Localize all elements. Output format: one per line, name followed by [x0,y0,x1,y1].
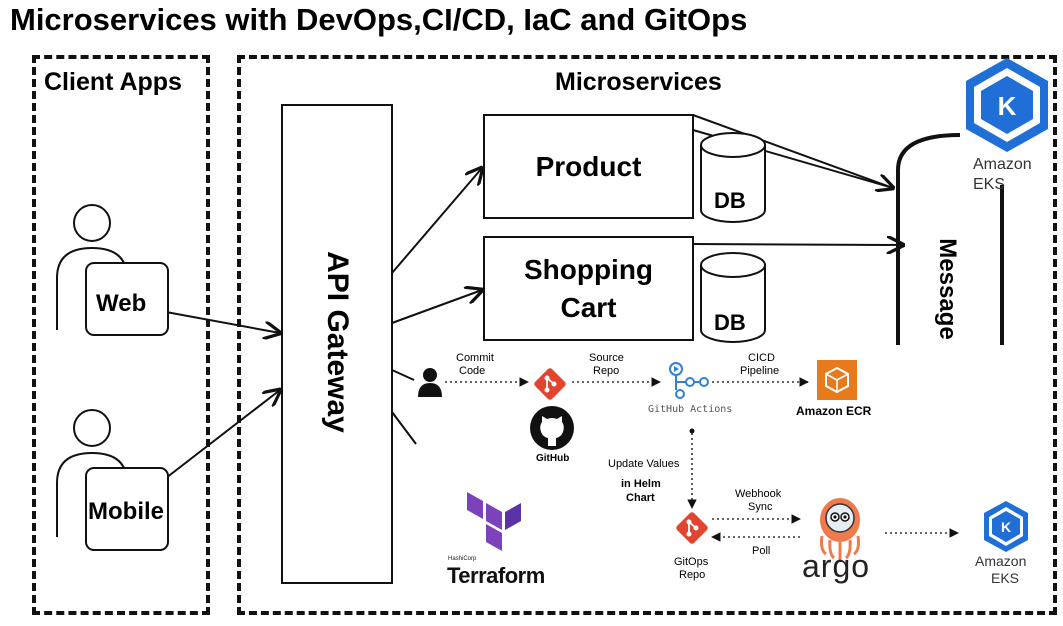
product-db-icon [700,132,766,223]
gateway-extra-line-2 [391,411,417,445]
message-bus-left [896,133,961,345]
web-label: Web [96,290,147,317]
source-repo-label-line1: Source [589,352,624,364]
svg-text:K: K [1001,519,1011,535]
mobile-to-gateway-arrow [165,390,280,479]
amazon-eks-top-icon: K [966,58,1048,152]
argo-icon [820,498,860,560]
product-to-message-arrow [692,114,893,188]
gateway-to-cart-arrow [391,290,482,324]
update-values-label-line1: Update Values [608,458,680,470]
github-icon [530,406,574,450]
update-values-dot [689,428,695,434]
cicd-pipeline-label-line2: Pipeline [740,365,780,377]
git-source-repo-icon [534,368,566,400]
shopping-cart-label-line2: Cart [560,291,617,323]
api-gateway-box [281,104,393,584]
product-label: Product [535,150,642,182]
cart-db-icon [700,252,766,343]
cart-db-label: DB [714,310,746,335]
amazon-ecr-icon [817,360,857,400]
source-repo-label-line2: Repo [593,365,620,377]
github-label: GitHub [536,453,570,464]
git-gitops-repo-icon [676,512,708,544]
argo-label: argo [802,548,871,584]
mobile-user-icon [56,409,169,551]
product-service-box: Product [483,114,694,219]
commit-code-label-line2: Code [459,365,486,377]
developer-icon [418,368,442,397]
github-actions-label: GitHub Actions [648,404,733,415]
page-title: Microservices with DevOps,CI/CD, IaC and… [10,2,748,37]
terraform-label: Terraform [447,563,545,588]
webhook-sync-label-line1: Webhook [735,488,782,500]
update-values-label-line3: Chart [626,492,655,504]
amazon-eks-bottom-label-line2: EKS [991,570,1020,586]
update-values-label-line2: in Helm [621,478,661,490]
gitops-repo-label-line1: GitOps [674,556,709,568]
mobile-label: Mobile [88,498,164,525]
cicd-pipeline-label-line1: CICD [748,352,775,364]
microservices-container [237,55,1057,615]
client-apps-container [32,55,210,615]
commit-code-label-line1: Commit [456,352,494,364]
amazon-eks-bottom-icon: K [984,501,1028,552]
github-actions-icon [669,362,709,399]
gateway-extra-line-1 [391,369,415,381]
product-db-label: DB [714,188,746,213]
amazon-ecr-label: Amazon ECR [796,404,872,418]
svg-text:K: K [998,91,1017,121]
web-to-gateway-arrow [165,311,280,333]
message-label: Message [934,238,961,340]
cart-to-message-arrow [692,244,903,245]
shopping-cart-label-line1: Shopping [523,253,654,285]
shopping-cart-service-box: Shopping Cart [483,236,694,341]
webhook-sync-label-line2: Sync [748,501,773,513]
gateway-to-product-arrow [391,168,482,274]
terraform-icon [467,492,521,551]
client-apps-label: Client Apps [44,68,182,96]
amazon-eks-top-label-line2: EKS [973,176,1006,193]
amazon-eks-top-label-line1: Amazon [973,156,1032,173]
api-gateway-label: API Gateway [321,251,354,433]
poll-label: Poll [752,545,771,557]
microservices-label: Microservices [555,68,722,96]
gitops-repo-label-line2: Repo [679,569,706,581]
hashicorp-label: HashiCorp [448,556,477,562]
web-user-icon [56,204,169,336]
amazon-eks-bottom-label-line1: Amazon [975,553,1027,569]
